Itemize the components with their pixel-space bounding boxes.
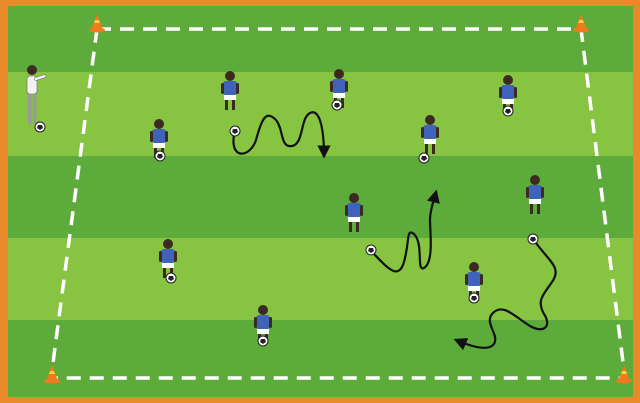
soccer-ball-icon (502, 105, 514, 117)
soccer-ball-icon (365, 244, 377, 256)
player-figure-icon (345, 193, 363, 232)
soccer-ball-icon (34, 121, 46, 133)
grass-stripe (8, 72, 633, 156)
player-figure-icon (221, 71, 239, 110)
training-cone-icon (89, 14, 105, 33)
soccer-ball-icon (331, 99, 343, 111)
dribble-arrow-icon (370, 189, 440, 273)
soccer-ball-icon (468, 292, 480, 304)
training-cone-icon (616, 365, 632, 384)
player-figure-icon (421, 115, 439, 154)
grass-stripe (8, 320, 633, 397)
dribble-arrow-icon (453, 241, 557, 351)
soccer-ball-icon (418, 152, 430, 164)
player-figure-icon (526, 175, 544, 214)
soccer-ball-icon (257, 335, 269, 347)
grass-stripe (8, 238, 633, 320)
coach-figure-icon (26, 65, 47, 124)
soccer-ball-icon (527, 233, 539, 245)
training-cone-icon (44, 365, 60, 384)
soccer-ball-icon (154, 150, 166, 162)
player-figure-icon (499, 75, 517, 114)
training-cone-icon (573, 14, 589, 33)
dribble-arrow-icon (232, 111, 331, 159)
grass-stripes (8, 6, 633, 397)
soccer-ball-icon (229, 125, 241, 137)
soccer-ball-icon (165, 272, 177, 284)
dribble-paths (232, 111, 557, 351)
grass-stripe (8, 6, 633, 72)
